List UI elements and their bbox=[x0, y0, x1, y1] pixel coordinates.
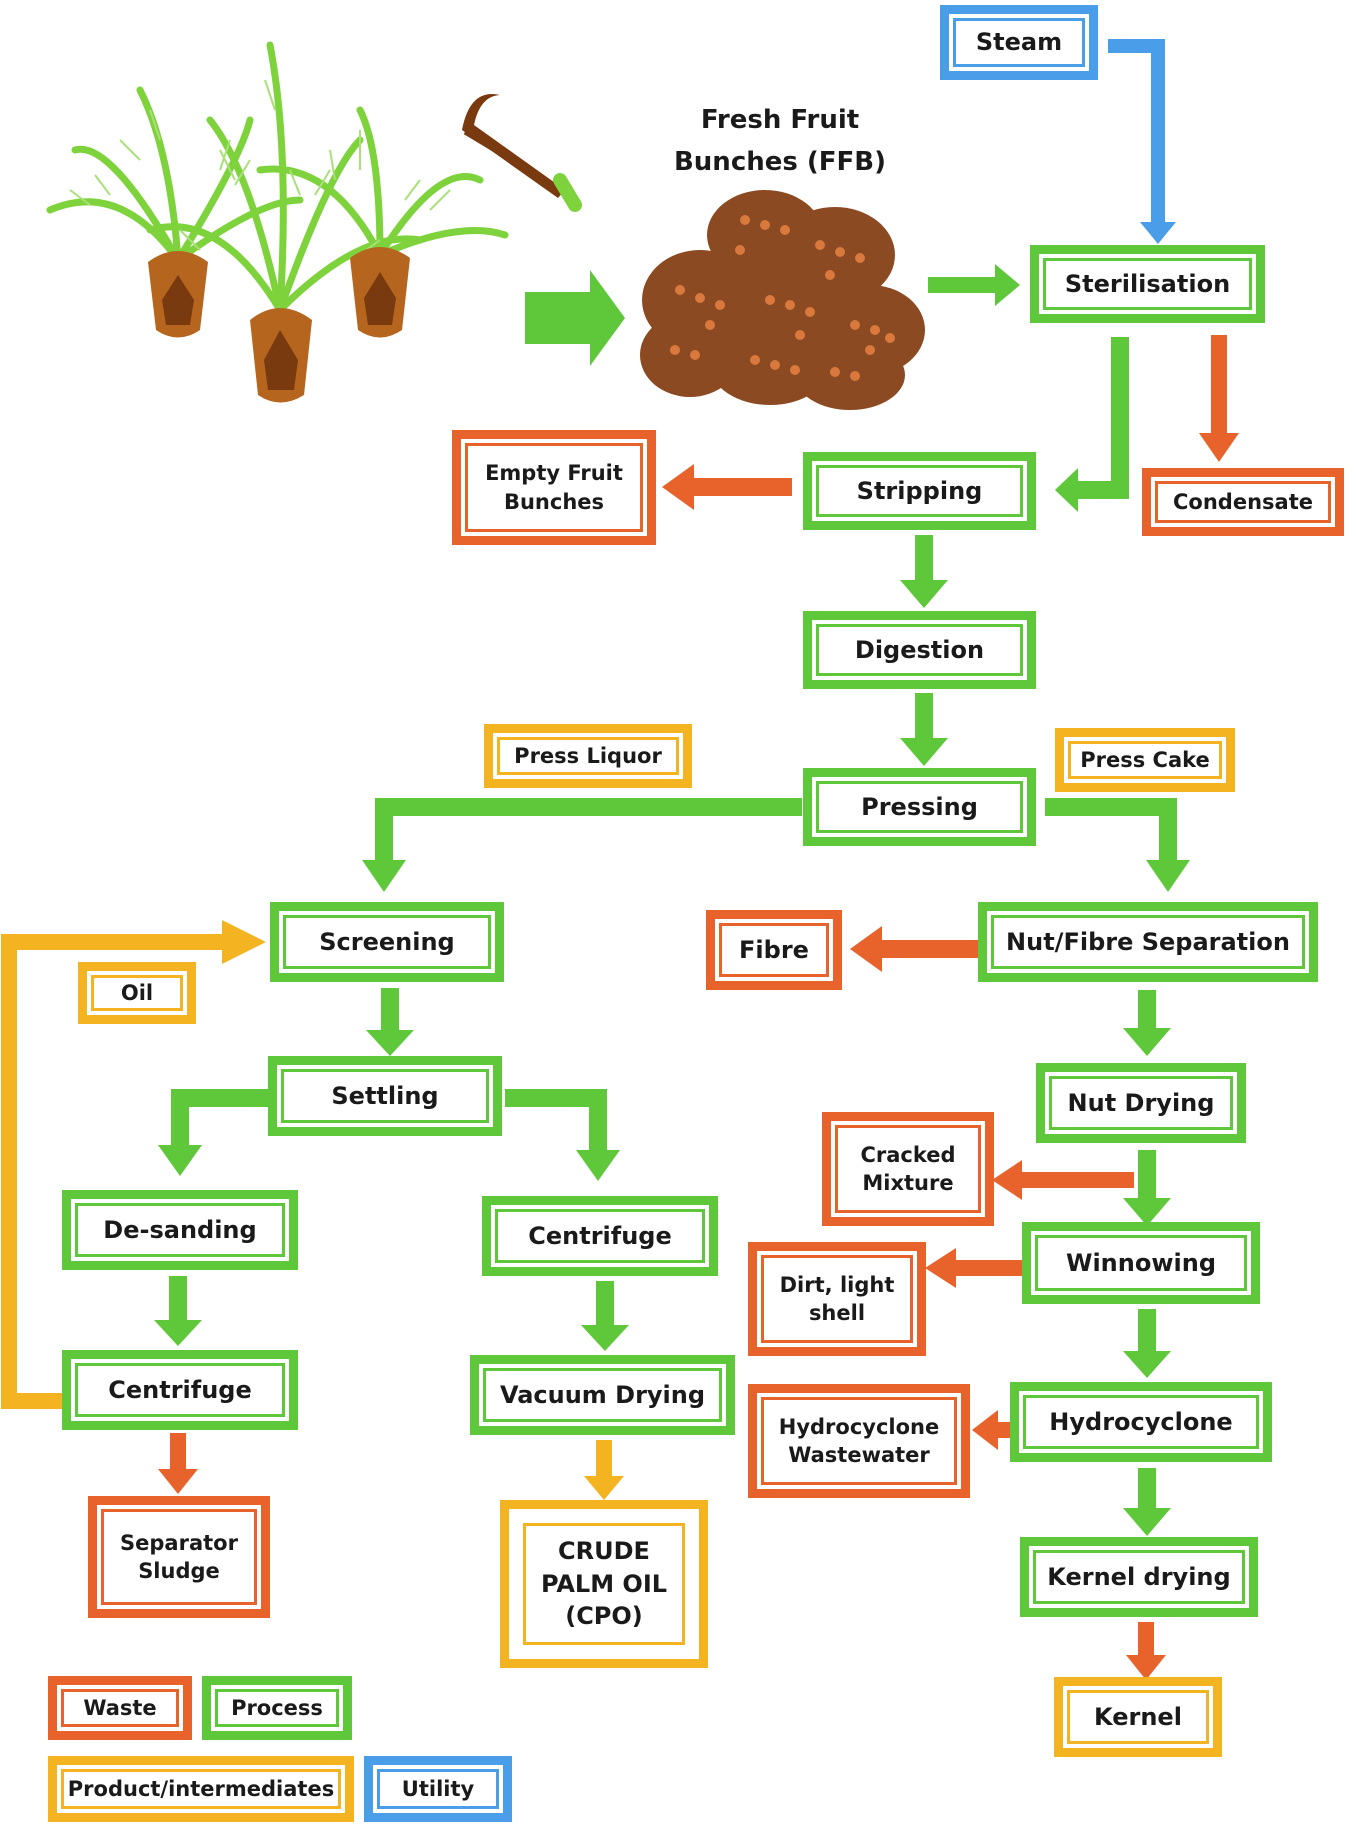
legend-process: Process bbox=[202, 1676, 352, 1740]
arrow-settling-to-desanding bbox=[171, 1089, 268, 1147]
node-stripping: Stripping bbox=[803, 452, 1036, 530]
arrow-centrifuge-to-vacuum bbox=[596, 1281, 614, 1327]
node-steam: Steam bbox=[940, 5, 1098, 80]
node-vacuum-drying: Vacuum Drying bbox=[470, 1355, 735, 1435]
arrow-hydrocyclone-to-kernel-drying bbox=[1138, 1468, 1156, 1512]
arrow-sterilisation-to-condensate bbox=[1211, 335, 1227, 435]
node-separator-sludge: Separator Sludge bbox=[88, 1496, 270, 1618]
arrow-digestion-to-pressing bbox=[915, 693, 933, 741]
node-kernel-drying: Kernel drying bbox=[1020, 1537, 1258, 1617]
node-oil: Oil bbox=[78, 962, 196, 1024]
arrow-oil-return-loop bbox=[1, 934, 225, 1409]
node-empty-fruit-bunches: Empty Fruit Bunches bbox=[452, 430, 656, 545]
node-sterilisation: Sterilisation bbox=[1030, 245, 1265, 323]
arrow-winnowing-to-dirt bbox=[954, 1260, 1030, 1276]
arrow-ffb-to-sterilisation bbox=[928, 264, 1020, 306]
legend-utility: Utility bbox=[364, 1756, 512, 1822]
node-pressing: Pressing bbox=[803, 768, 1036, 846]
node-press-liquor: Press Liquor bbox=[484, 724, 692, 788]
arrow-stripping-to-efb bbox=[692, 478, 792, 496]
node-winnowing: Winnowing bbox=[1022, 1222, 1260, 1304]
arrow-centrifuge-to-sludge bbox=[170, 1433, 186, 1471]
arrow-pressing-to-screening bbox=[375, 798, 802, 862]
node-nut-fibre-separation: Nut/Fibre Separation bbox=[978, 902, 1318, 982]
arrow-nut-drying-to-winnowing bbox=[1138, 1150, 1156, 1202]
arrow-nut-fibre-to-fibre bbox=[880, 940, 978, 958]
arrow-harvest-to-ffb bbox=[525, 270, 625, 366]
node-settling: Settling bbox=[268, 1056, 502, 1136]
arrow-steam-to-sterilisation bbox=[1108, 39, 1165, 225]
arrow-screening-to-settling bbox=[381, 988, 399, 1032]
arrow-to-cracked-mixture bbox=[1020, 1172, 1134, 1188]
arrow-desanding-to-centrifuge bbox=[169, 1276, 187, 1322]
arrow-winnowing-to-hydrocyclone bbox=[1138, 1309, 1156, 1353]
node-centrifuge-left: Centrifuge bbox=[62, 1350, 298, 1430]
arrow-kernel-drying-to-kernel bbox=[1138, 1622, 1154, 1658]
legend-product: Product/intermediates bbox=[48, 1756, 354, 1822]
arrow-stripping-to-digestion bbox=[915, 535, 933, 583]
arrow-nut-fibre-to-nut-drying bbox=[1138, 990, 1156, 1030]
ffb-label: Fresh Fruit Bunches (FFB) bbox=[673, 105, 887, 177]
arrow-pressing-to-nut-fibre bbox=[1045, 798, 1177, 862]
node-centrifuge-mid: Centrifuge bbox=[482, 1196, 718, 1276]
node-digestion: Digestion bbox=[803, 611, 1036, 689]
node-fibre: Fibre bbox=[706, 910, 842, 990]
node-screening: Screening bbox=[270, 902, 504, 982]
node-cpo: CRUDE PALM OIL (CPO) bbox=[500, 1500, 708, 1668]
arrow-vacuum-to-cpo bbox=[596, 1440, 612, 1478]
arrow-hydrocyclone-to-wastewater bbox=[996, 1422, 1014, 1438]
node-condensate: Condensate bbox=[1142, 468, 1344, 536]
node-nut-drying: Nut Drying bbox=[1036, 1063, 1246, 1143]
node-kernel: Kernel bbox=[1054, 1677, 1222, 1757]
node-press-cake: Press Cake bbox=[1055, 728, 1235, 792]
node-de-sanding: De-sanding bbox=[62, 1190, 298, 1270]
node-hydrocyclone-wastewater: Hydrocyclone Wastewater bbox=[748, 1384, 970, 1498]
arrow-settling-to-centrifuge bbox=[505, 1089, 607, 1152]
node-cracked-mixture: Cracked Mixture bbox=[822, 1112, 994, 1226]
node-dirt-light-shell: Dirt, light shell bbox=[748, 1242, 926, 1356]
node-hydrocyclone: Hydrocyclone bbox=[1010, 1382, 1272, 1462]
legend-waste: Waste bbox=[48, 1676, 192, 1740]
arrow-sterilisation-to-stripping bbox=[1075, 337, 1129, 499]
